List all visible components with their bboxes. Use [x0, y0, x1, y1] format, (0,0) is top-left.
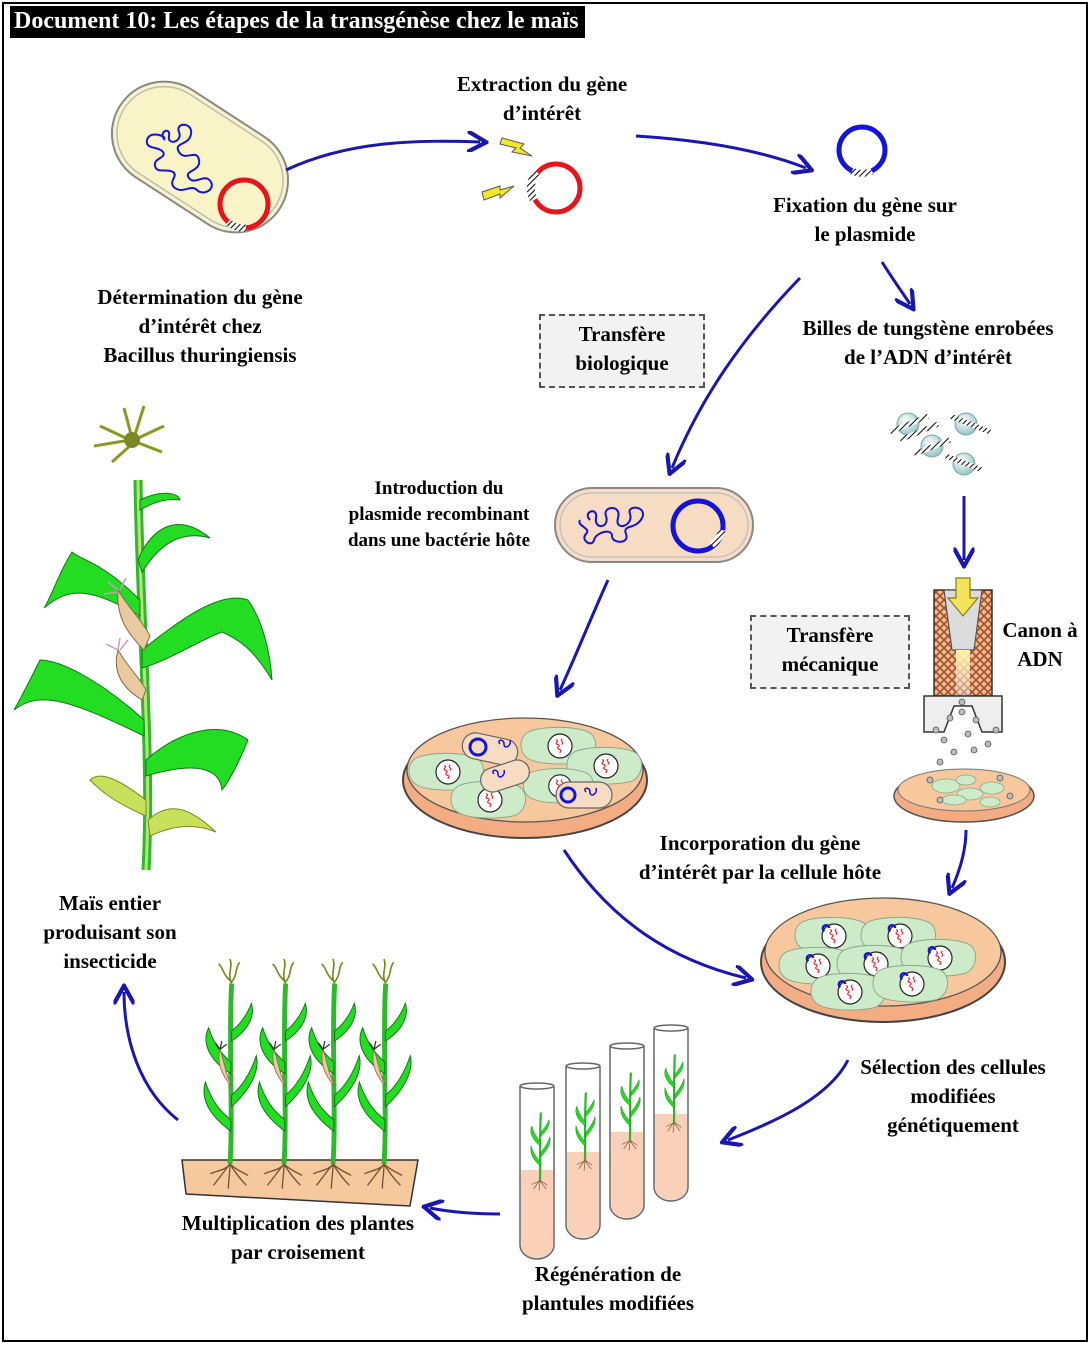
label-incorporation: Incorporation du gène d’intérêt par la c… [638, 831, 882, 884]
label-canon: Canon à ADN [1002, 618, 1078, 671]
petri-dish-coculture [402, 717, 648, 839]
petri-dish-small [893, 768, 1035, 823]
label-extraction: Extraction du gène d’intérêt [456, 72, 628, 125]
box-transfert-mecanique: Transfère mécanique [750, 615, 910, 689]
label-mais-entier: Maïs entier produisant son insecticide [43, 891, 177, 973]
box-transfert-biologique: Transfère biologique [539, 314, 705, 388]
lightning-icon [499, 137, 533, 157]
host-bacterium [554, 487, 754, 563]
label-selection: Sélection des cellules modifiées génétiq… [860, 1055, 1046, 1137]
mature-maize-plant [13, 405, 273, 871]
plant-field [181, 959, 419, 1207]
petri-dish-modified-cells [760, 897, 1006, 1023]
plasmid-recombinant-icon [836, 124, 888, 176]
dna-gun-icon [923, 577, 1003, 766]
label-introduction: Introduction du plasmide recombinant dan… [347, 478, 531, 551]
test-tubes [519, 1024, 689, 1260]
process-arrows [124, 136, 966, 1214]
lightning-icon [481, 185, 515, 201]
tungsten-beads-icon [889, 412, 991, 476]
bacterium-source [110, 80, 290, 234]
label-regeneration: Régénération de plantules modifiées [521, 1262, 695, 1315]
document-title: Document 10: Les étapes de la transgénès… [10, 6, 585, 38]
plasmid-cut-icon [529, 161, 583, 215]
label-fixation: Fixation du gène sur le plasmide [773, 193, 957, 246]
label-billes: Billes de tungstène enrobées de l’ADN d’… [802, 316, 1054, 369]
label-multiplication: Multiplication des plantes par croisemen… [181, 1211, 415, 1264]
label-determination: Détermination du gène d’intérêt chez Bac… [97, 285, 303, 367]
bacterial-chromosome [145, 123, 213, 194]
